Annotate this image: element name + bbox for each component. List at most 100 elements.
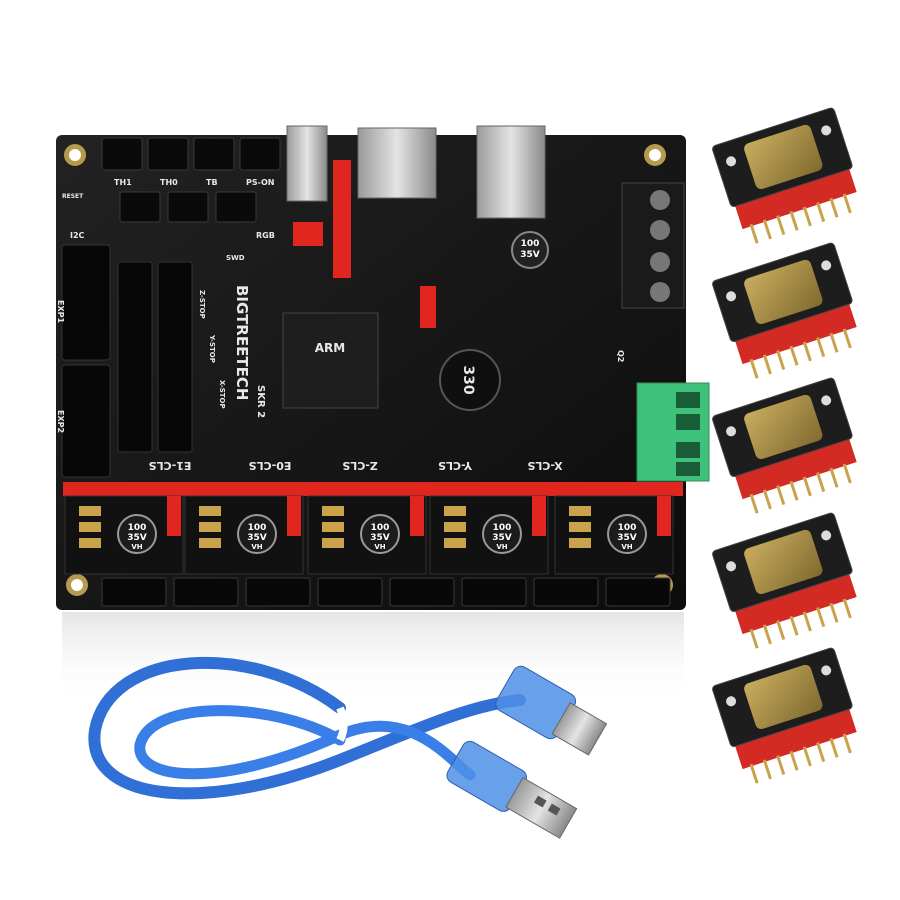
driver-pin (789, 210, 799, 231)
silk-z-stop: Z-STOP (198, 290, 206, 319)
driver-pin (816, 472, 826, 493)
driver-pin (789, 750, 799, 771)
socket-header-red (657, 496, 671, 536)
driver-heatsink (744, 394, 823, 460)
cap-value: 100 (618, 523, 637, 533)
usb-a-plug (446, 740, 578, 839)
driver-pad (821, 125, 832, 136)
driver-pin (762, 489, 772, 510)
slot-label-e1: E1-CLS (149, 459, 192, 472)
cap-voltage: 35V (617, 533, 637, 543)
driver-pin (802, 476, 812, 497)
driver-pcb-red (733, 300, 857, 365)
driver-pin (842, 328, 852, 349)
red-jumper-pair (293, 222, 323, 246)
driver-pin (762, 624, 772, 645)
control-board: ARM 330 100 35V BIGTREETECH SKR 2 TH1 TH… (56, 125, 710, 610)
driver-pad (726, 156, 737, 167)
driver-pin (789, 615, 799, 636)
jumper-pin (444, 506, 466, 516)
driver-pin (829, 332, 839, 353)
capacitor (607, 514, 647, 554)
driver-pcb-red (733, 705, 857, 770)
jumper-pin (199, 506, 221, 516)
driver-pin (789, 345, 799, 366)
jumper-pin (79, 506, 101, 516)
cap-value: 100 (371, 523, 390, 533)
chip-label: ARM (315, 341, 345, 355)
usb-port (286, 125, 328, 202)
driver-pin (802, 611, 812, 632)
cap-voltage: 35V (370, 533, 390, 543)
red-header-vertical (333, 160, 351, 278)
driver-pin (776, 620, 786, 641)
stepper-driver-2 (712, 377, 857, 514)
top-capacitor (511, 231, 549, 269)
driver-pin (829, 737, 839, 758)
motor-connectors (101, 577, 671, 607)
jumper-pin (444, 522, 466, 532)
driver-pin (749, 223, 759, 244)
cable-tie (336, 706, 348, 742)
driver-pin (762, 354, 772, 375)
driver-pin (816, 607, 826, 628)
driver-heatsink (744, 259, 823, 325)
silkscreen-labels: TH1 TH0 TB PS-ON I2C RGB EXP1 EXP2 Z-STO… (56, 178, 625, 433)
slot-label-x: X-CLS (527, 459, 562, 472)
stepper-header-strip (63, 482, 683, 496)
driver-heatsink (744, 124, 823, 190)
driver-pin (829, 467, 839, 488)
inductor (439, 349, 501, 411)
jumper-pin (444, 538, 466, 548)
driver-pin (802, 341, 812, 362)
silk-tb: TB (206, 178, 218, 187)
silk-rgb: RGB (256, 231, 275, 240)
silk-exp2: EXP2 (56, 410, 65, 433)
cable-loop-inner (134, 705, 476, 781)
silk-th0: TH0 (160, 178, 178, 187)
driver-pin (776, 485, 786, 506)
driver-pin (816, 337, 826, 358)
inductor-label: 330 (460, 365, 476, 394)
brand-label: BIGTREETECH (233, 285, 251, 400)
jumper-pin (569, 506, 591, 516)
driver-pad (726, 696, 737, 707)
cap-voltage: 35V (492, 533, 512, 543)
driver-pad (821, 260, 832, 271)
capacitor (482, 514, 522, 554)
motor-connector (245, 577, 311, 607)
top-cap-value: 100 (521, 239, 540, 249)
model-label: SKR 2 (255, 385, 266, 418)
cap-value: 100 (248, 523, 267, 533)
socket-header-red (287, 496, 301, 536)
silk-i2c: I2C (70, 231, 85, 240)
sd-card-slot (357, 127, 437, 199)
usb-cable (88, 656, 608, 839)
mcu-chip (282, 312, 379, 409)
jumper-pin (79, 538, 101, 548)
stepper-drivers (712, 107, 857, 784)
cap-value: 100 (493, 523, 512, 533)
driver-pin (842, 733, 852, 754)
driver-pad (726, 291, 737, 302)
driver-pin (842, 463, 852, 484)
driver-pcb-red (733, 570, 857, 635)
silk-th1: TH1 (114, 178, 132, 187)
capacitor (117, 514, 157, 554)
cap-series: VH (621, 543, 632, 551)
silk-y-stop: Y-STOP (208, 334, 216, 363)
jumper-pin (79, 522, 101, 532)
motor-connector (533, 577, 599, 607)
driver-pin (776, 350, 786, 371)
cap-series: VH (251, 543, 262, 551)
jumper-pin (322, 538, 344, 548)
driver-pin (816, 202, 826, 223)
stepper-driver-4 (712, 647, 857, 784)
driver-heatsink (744, 664, 823, 730)
top-connectors (101, 137, 281, 223)
usb-b-plug (495, 665, 608, 756)
slot-label-z: Z-CLS (342, 459, 377, 472)
power-terminals (621, 182, 685, 309)
